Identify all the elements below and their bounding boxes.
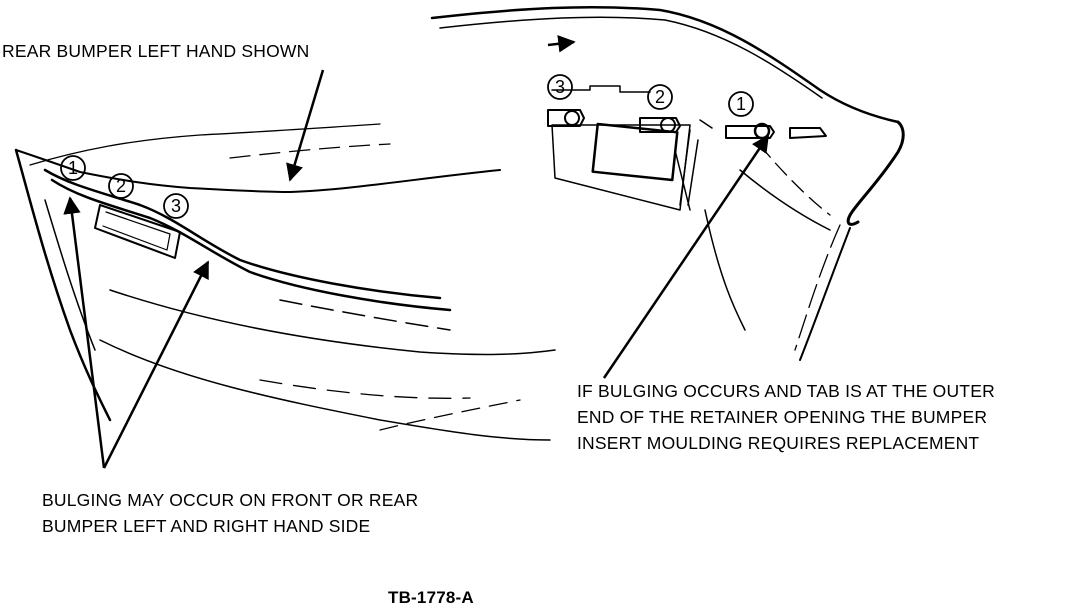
bumper-face-dash: [259, 379, 471, 399]
insert-opening: [94, 204, 181, 259]
bumper-top-line-2: [29, 123, 381, 166]
quarter-inner: [799, 227, 851, 361]
label-top: REAR BUMPER LEFT HAND SHOWN: [2, 41, 310, 61]
quarter-edge: [846, 120, 905, 226]
clip-2-head: [660, 117, 676, 133]
arrow-bottom-to-moulding: [102, 260, 210, 469]
bumper-moulding-upper: [43, 168, 442, 300]
body-curve-right-1: [739, 169, 831, 231]
label-right-line-2: END OF THE RETAINER OPENING THE BUMPER: [577, 407, 988, 427]
callout-right-2: 2: [655, 87, 665, 107]
callout-left-3: 3: [171, 196, 181, 216]
body-upper-line: [430, 5, 900, 124]
arrow-right-to-clip: [602, 134, 770, 379]
body-upper-line-2: [439, 16, 823, 99]
retainer-bracket: [551, 85, 651, 93]
callouts-right: [547, 74, 754, 117]
arrow-top-to-body: [547, 35, 576, 53]
bumper-face-line-1: [99, 339, 551, 441]
label-right-line-1: IF BULGING OCCURS AND TAB IS AT THE OUTE…: [577, 381, 995, 401]
bumper-moulding-dash: [279, 299, 451, 331]
arrow-top-to-bumper: [286, 69, 325, 182]
retainer-edge: [679, 129, 699, 206]
label-bottom-line-2: BUMPER LEFT AND RIGHT HAND SIDE: [42, 516, 371, 536]
bumper-face-dash-2: [379, 399, 521, 431]
callout-left-1: 1: [68, 158, 78, 178]
clip-3: [547, 109, 585, 127]
retainer-plate: [551, 124, 691, 211]
clip-arrow-small: [699, 119, 713, 129]
clip-1: [725, 125, 775, 139]
label-bottom-line-1: BULGING MAY OCCUR ON FRONT OR REAR: [42, 490, 419, 510]
figure-id: TB-1778-A: [388, 588, 474, 607]
callout-left-2: 2: [116, 176, 126, 196]
bumper-top-line: [15, 149, 501, 193]
callout-right-3: 3: [555, 77, 565, 97]
bumper-moulding-lower: [50, 178, 452, 312]
callouts-left: [60, 155, 189, 219]
bumper-left-end: [14, 148, 112, 422]
retainer-window: [591, 122, 679, 182]
insert-opening-inner: [102, 211, 171, 251]
clip-slot: [789, 127, 827, 139]
body-curve-right-2: [704, 209, 746, 331]
callout-right-1: 1: [736, 94, 746, 114]
quarter-inner-2: [794, 224, 841, 351]
body-curve-right-4: [759, 144, 831, 216]
arrow-bottom-to-left-end: [63, 196, 106, 469]
label-right-line-3: INSERT MOULDING REQUIRES REPLACEMENT: [577, 433, 980, 453]
bumper-left-end-2: [44, 199, 96, 351]
bumper-dash-1: [229, 143, 391, 159]
clip-3-head: [564, 110, 580, 126]
body-curve-right-3: [674, 149, 691, 211]
